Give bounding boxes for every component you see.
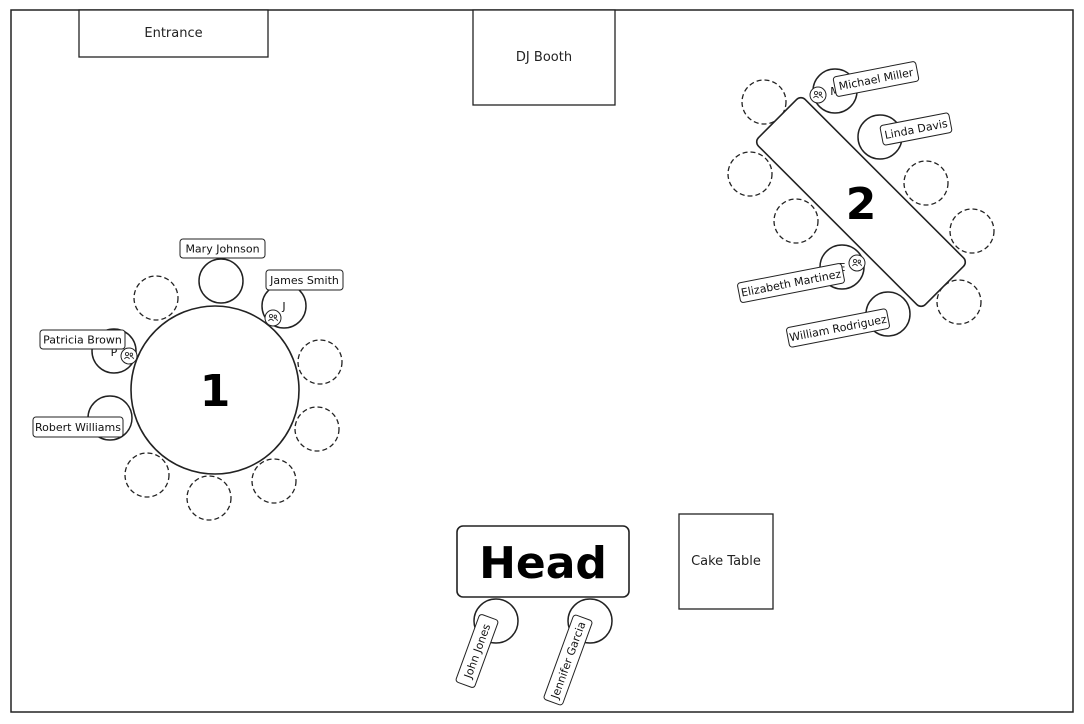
empty-seat[interactable] [133, 275, 179, 321]
cake-table-fixture[interactable]: Cake Table [678, 513, 774, 610]
table-1-group: J P 1 Mary Johnson James Smith Patricia … [32, 238, 344, 521]
empty-seat[interactable] [903, 160, 949, 206]
table-number-2: 2 [846, 179, 877, 230]
cake-table-label: Cake Table [691, 554, 761, 569]
head-table[interactable]: Head [456, 525, 630, 598]
empty-seat[interactable] [186, 475, 232, 521]
name-tag-james-smith[interactable]: James Smith [265, 269, 344, 291]
table-number-1: 1 [200, 366, 231, 417]
seat-initial: J [281, 300, 285, 313]
guest-name: Robert Williams [35, 421, 121, 434]
empty-seat[interactable] [741, 79, 787, 125]
entrance-fixture[interactable]: Entrance [78, 9, 269, 58]
empty-seat[interactable] [251, 458, 297, 504]
empty-seat[interactable] [936, 279, 982, 325]
dj-booth-label: DJ Booth [516, 50, 572, 65]
name-tag-robert-williams[interactable]: Robert Williams [32, 416, 124, 438]
entrance-label: Entrance [144, 26, 202, 41]
empty-seat[interactable] [294, 406, 340, 452]
seat-initial: M [830, 85, 840, 98]
people-icon [264, 309, 282, 327]
empty-seat[interactable] [949, 208, 995, 254]
empty-seat[interactable] [124, 452, 170, 498]
name-tag-mary-johnson[interactable]: Mary Johnson [179, 238, 266, 259]
guest-name: Mary Johnson [185, 243, 259, 256]
empty-seat[interactable] [727, 151, 773, 197]
head-table-group: Head John Jones Jennifer Garcia [455, 525, 630, 706]
head-table-label: Head [479, 538, 607, 589]
round-table-1[interactable] [130, 305, 300, 475]
people-icon [120, 347, 138, 365]
name-tag-patricia-brown[interactable]: Patricia Brown [39, 329, 126, 350]
seat-mary-johnson[interactable] [198, 258, 244, 304]
empty-seat[interactable] [773, 198, 819, 244]
people-icon [848, 254, 866, 272]
name-tag-linda-davis[interactable]: Linda Davis [879, 112, 953, 146]
rect-table-2[interactable] [754, 95, 968, 309]
people-icon [809, 86, 827, 104]
dj-booth-fixture[interactable]: DJ Booth [472, 9, 616, 106]
guest-name: Patricia Brown [43, 334, 122, 347]
seat-initial: P [111, 346, 118, 359]
empty-seat[interactable] [297, 339, 343, 385]
guest-name: James Smith [269, 274, 339, 287]
